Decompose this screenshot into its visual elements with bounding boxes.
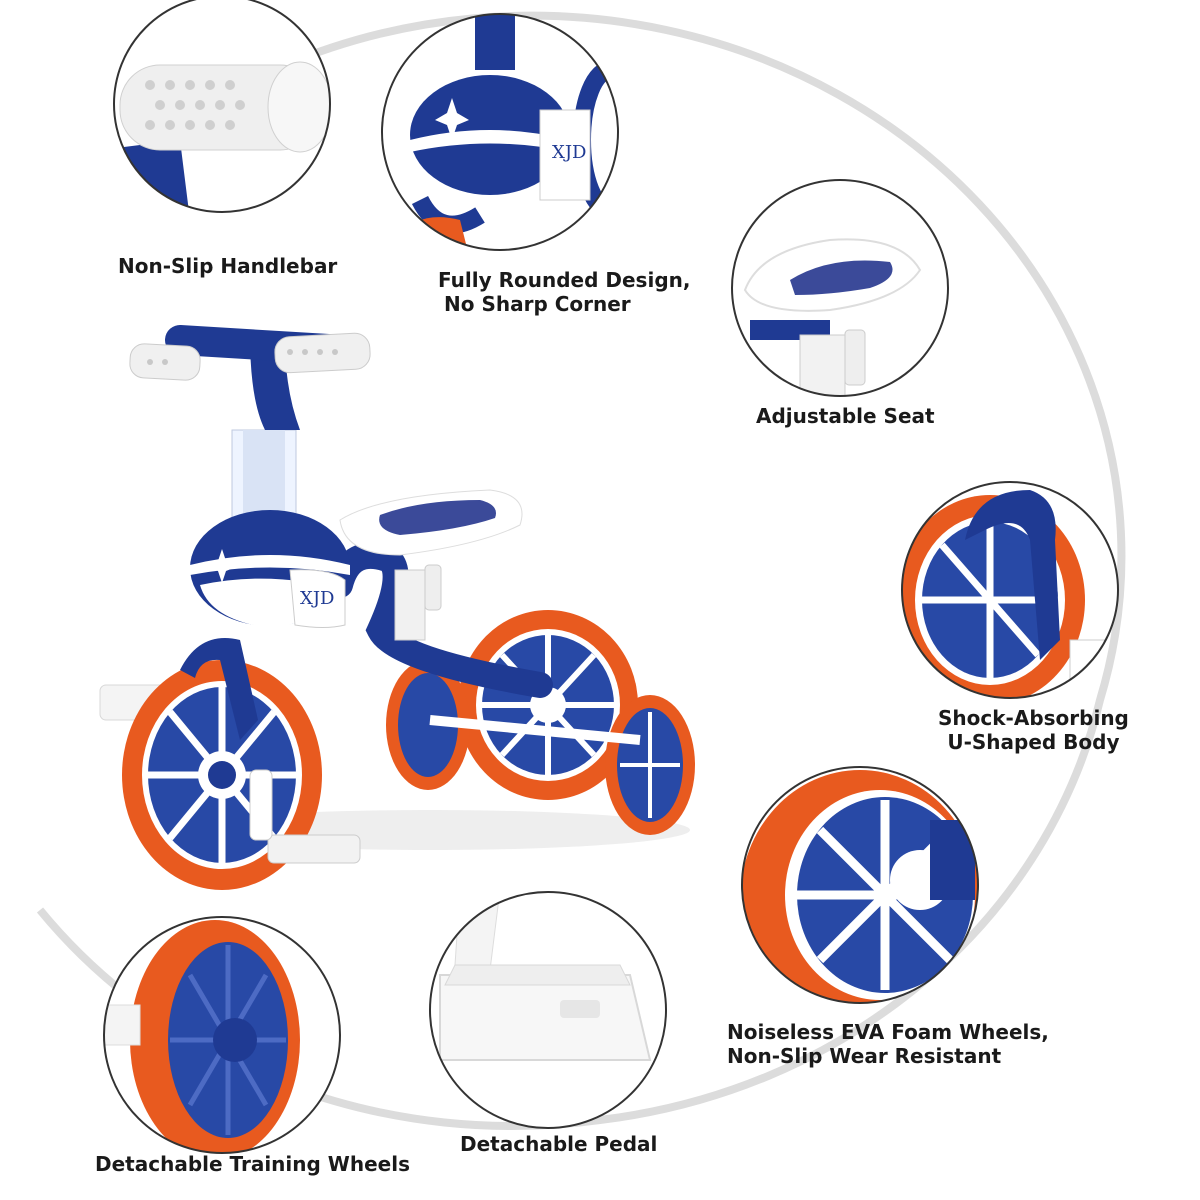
callout-handlebar-text: Non-Slip Handlebar: [118, 254, 338, 278]
detail-wheels-image: [741, 766, 979, 1004]
detail-shock-image: [901, 481, 1119, 699]
callout-shock-line1: Shock-Absorbing: [938, 706, 1129, 730]
callout-seat-text: Adjustable Seat: [756, 404, 935, 428]
callout-wheels-line2: Non-Slip Wear Resistant: [727, 1044, 1002, 1068]
main-bike-image: XJD: [99, 325, 695, 890]
callout-rounded-line1: Fully Rounded Design,: [438, 268, 691, 292]
detail-pedal-image: [429, 891, 667, 1129]
callout-shock: Shock-Absorbing U-Shaped Body: [938, 706, 1129, 754]
detail-seat-image: [731, 179, 949, 397]
callout-pedal: Detachable Pedal: [460, 1132, 657, 1156]
brand-logo-detail: XJD: [552, 142, 586, 163]
callout-rounded: Fully Rounded Design, No Sharp Corner: [438, 268, 690, 316]
detail-training-wheel-image: [103, 916, 341, 1154]
callout-training-text: Detachable Training Wheels: [95, 1152, 410, 1176]
callout-wheels-line1: Noiseless EVA Foam Wheels,: [727, 1020, 1049, 1044]
detail-handlebar-image: [113, 0, 331, 213]
callout-handlebar: Non-Slip Handlebar: [118, 254, 337, 278]
detail-rounded-image: XJD: [381, 13, 619, 251]
brand-logo-main: XJD: [300, 588, 334, 609]
callout-training: Detachable Training Wheels: [95, 1152, 410, 1176]
callout-shock-line2: U-Shaped Body: [947, 730, 1120, 754]
callout-wheels: Noiseless EVA Foam Wheels, Non-Slip Wear…: [727, 1020, 1049, 1068]
callout-rounded-line2: No Sharp Corner: [444, 292, 631, 316]
background-ring: [36, 11, 1126, 1130]
callout-pedal-text: Detachable Pedal: [460, 1132, 658, 1156]
callout-seat: Adjustable Seat: [756, 404, 935, 428]
